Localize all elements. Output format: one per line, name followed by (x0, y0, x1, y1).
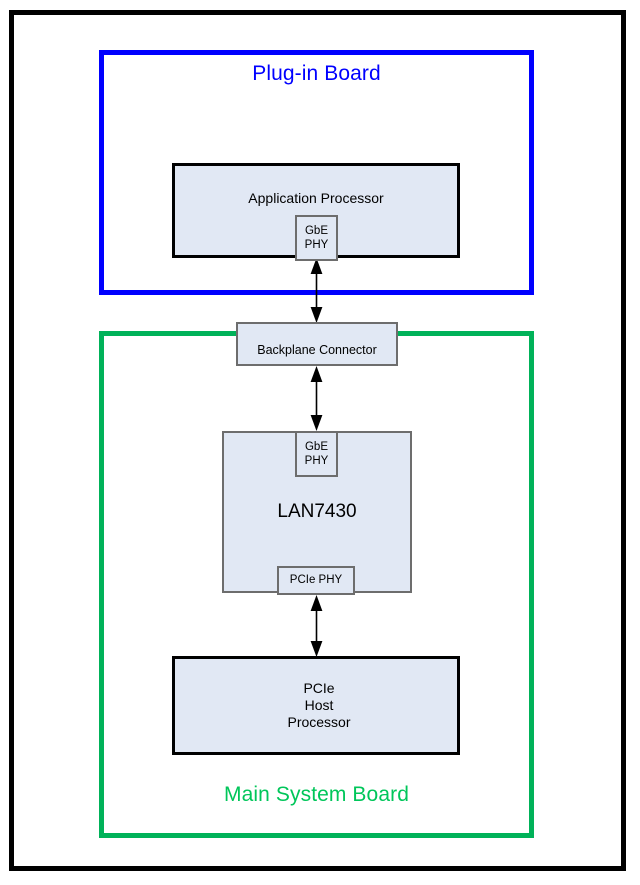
main-system-board-title: Main System Board (224, 783, 409, 806)
connector-arrow-pcie-phy-to-host (310, 595, 323, 657)
pcie-host-processor-line1: PCIe (303, 679, 335, 696)
lan7430-label: LAN7430 (277, 501, 357, 523)
connector-arrow-backplane-to-lan-gbe (310, 366, 323, 431)
gbe-phy-lan-line1: GbE (304, 440, 328, 453)
gbe-phy-ap-line1: GbE (304, 224, 328, 237)
block-backplane-connector: Backplane Connector (236, 322, 398, 366)
block-pcie-phy: PCIe PHY (277, 566, 355, 595)
pcie-host-processor-line2: Host (304, 696, 334, 713)
gbe-phy-ap-text: GbE PHY (305, 224, 329, 252)
pcie-host-processor-line3: Processor (287, 714, 351, 731)
gbe-phy-lan-line2: PHY (304, 455, 329, 467)
gbe-phy-ap-line2: PHY (304, 239, 329, 251)
application-processor-label: Application Processor (248, 190, 384, 206)
backplane-connector-label: Backplane Connector (257, 342, 377, 357)
connector-arrow-ap-gbe-to-backplane (310, 258, 323, 323)
pcie-phy-label: PCIe PHY (289, 574, 343, 587)
plugin-board-title: Plug-in Board (252, 62, 381, 85)
diagram-outer-frame (9, 10, 626, 871)
block-gbe-phy-application-processor: GbE PHY (295, 215, 338, 261)
block-gbe-phy-lan7430: GbE PHY (295, 431, 338, 477)
gbe-phy-lan-text: GbE PHY (305, 440, 329, 468)
